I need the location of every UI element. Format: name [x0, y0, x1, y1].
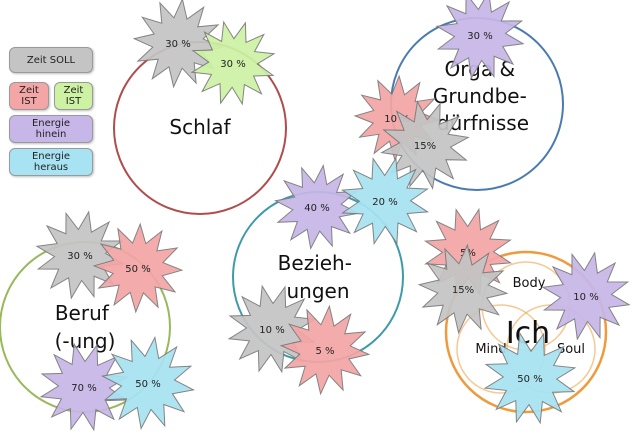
burst-shape: [35, 210, 125, 300]
label-schlaf: Schlaf: [169, 115, 231, 139]
burst-value: 15%: [414, 141, 436, 152]
label-soul: Soul: [557, 342, 585, 357]
burst-beruf-soll: 30 %: [35, 210, 125, 300]
burst-value: 50 %: [125, 264, 150, 275]
burst-ich-heraus: 50 %: [483, 331, 577, 425]
burst-value: 30 %: [220, 59, 245, 70]
burst-shape: [279, 304, 371, 396]
legend-zeit-soll: Zeit SOLL: [9, 47, 93, 73]
burst-shape: [435, 0, 525, 80]
burst-ich-soll: 15%: [417, 243, 509, 335]
legend-zeit-ist-green-line2: IST: [65, 96, 82, 107]
burst-bez-hinein: 40 %: [273, 163, 361, 251]
burst-value: 30 %: [67, 251, 92, 262]
legend-energie-hinein-line2: hinein: [35, 129, 67, 140]
burst-ich-hinein: 10 %: [541, 251, 631, 341]
burst-value: 30 %: [467, 31, 492, 42]
burst-shape: [273, 163, 361, 251]
burst-value: 10 %: [573, 292, 598, 303]
legend-zeit-ist-green-line1: Zeit: [63, 85, 84, 96]
burst-value: 15%: [452, 285, 474, 296]
burst-shape: [190, 20, 276, 106]
burst-shape: [541, 251, 631, 341]
legend-energie-heraus-line2: heraus: [33, 162, 69, 173]
burst-value: 30 %: [165, 39, 190, 50]
legend-energie-heraus-line1: Energie: [31, 151, 71, 162]
burst-shape: [132, 0, 224, 89]
burst-beruf-ist: 50 %: [92, 222, 184, 314]
label-beziehungen: Bezieh- ungen: [278, 251, 359, 303]
legend-zeit-ist-red-line2: IST: [21, 96, 37, 107]
legend-zeit-ist-red-line1: Zeit: [19, 85, 39, 96]
label-beruf: Beruf (-ung): [55, 301, 116, 353]
burst-value: 70 %: [71, 383, 96, 394]
burst-value: 10 %: [384, 114, 409, 125]
burst-shape: [92, 222, 184, 314]
label-orga: Orga & Grundbe- dürfnisse: [433, 57, 533, 135]
burst-shape: [483, 331, 577, 425]
burst-shape: [380, 100, 470, 190]
burst-bez-heraus: 20 %: [340, 156, 430, 246]
burst-orga-soll: 15%: [380, 100, 470, 190]
label-body: Body: [513, 276, 546, 291]
burst-layer: 30 % 30 % 30 % 10 % 15% 40 % 20 % 10 % 5 % 30 % 50…: [35, 0, 631, 432]
burst-orga-hinein: 30 %: [435, 0, 525, 80]
burst-shape: [340, 156, 430, 246]
burst-schlaf-ist: 30 %: [190, 20, 276, 106]
burst-value: 40 %: [304, 203, 329, 214]
burst-value: 10 %: [259, 325, 284, 336]
burst-value: 5 %: [315, 346, 334, 357]
burst-value: 20 %: [372, 197, 397, 208]
burst-bez-ist: 5 %: [279, 304, 371, 396]
burst-shape: [100, 335, 196, 431]
burst-value: 50 %: [517, 374, 542, 385]
burst-schlaf-soll: 30 %: [132, 0, 224, 89]
burst-beruf-heraus: 50 %: [100, 335, 196, 431]
burst-value: 50 %: [135, 379, 160, 390]
burst-shape: [417, 243, 509, 335]
legend-energie-hinein-line1: Energie: [31, 118, 71, 129]
